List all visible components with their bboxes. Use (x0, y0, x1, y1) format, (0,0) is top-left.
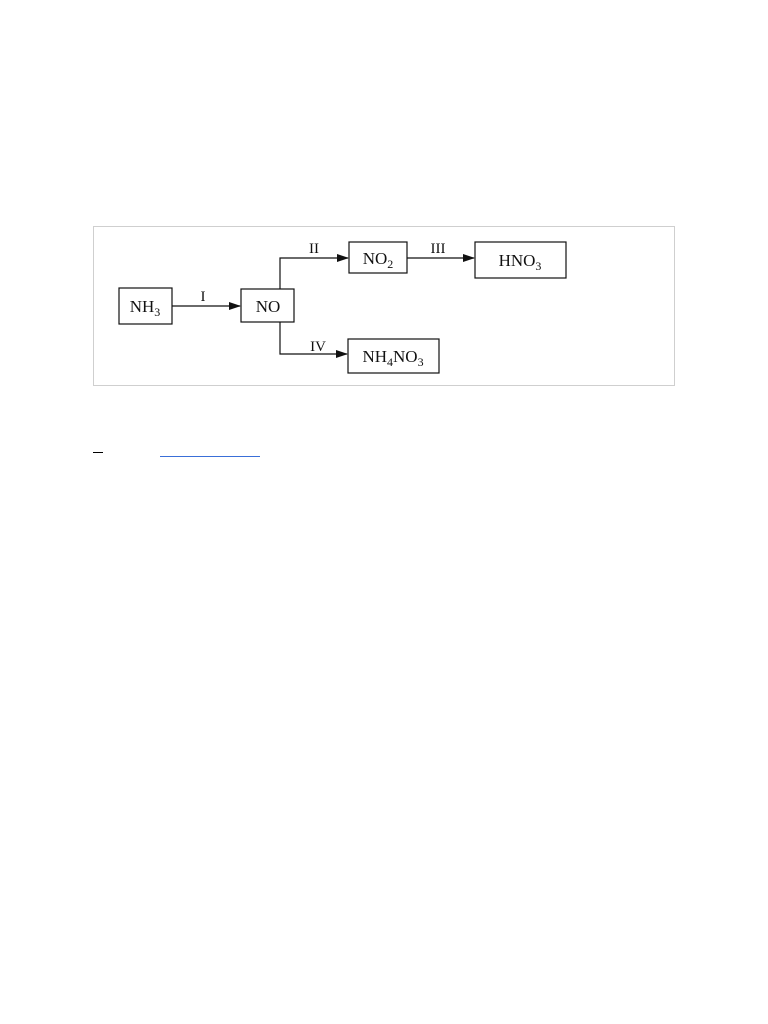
edge-label-iv: IV (310, 339, 326, 355)
edge-arrow-iv (279, 322, 348, 358)
edge-label-iii: III (431, 241, 446, 257)
edge-label-ii: II (309, 241, 319, 257)
node-box-no (240, 288, 295, 323)
footnote-link-underline[interactable] (160, 456, 260, 457)
node-nh3: NH3 (130, 297, 161, 319)
node-no: NO (256, 297, 281, 316)
node-box-no2 (348, 241, 408, 274)
node-no2: NO2 (363, 249, 394, 271)
node-box-hno3 (474, 241, 567, 279)
node-box-nh3 (118, 287, 173, 325)
node-hno3: HNO3 (499, 251, 542, 273)
node-box-nh4no3 (347, 338, 440, 374)
edge-label-i: I (201, 289, 206, 305)
diagram-frame: NH3 NO NO2 HNO3 NH4NO3 I II III IV (93, 226, 675, 386)
reaction-diagram: NH3 NO NO2 HNO3 NH4NO3 I II III IV (118, 241, 567, 374)
edge-arrow-ii (279, 254, 349, 289)
node-nh4no3: NH4NO3 (362, 347, 423, 369)
footnote-marker (93, 452, 103, 453)
